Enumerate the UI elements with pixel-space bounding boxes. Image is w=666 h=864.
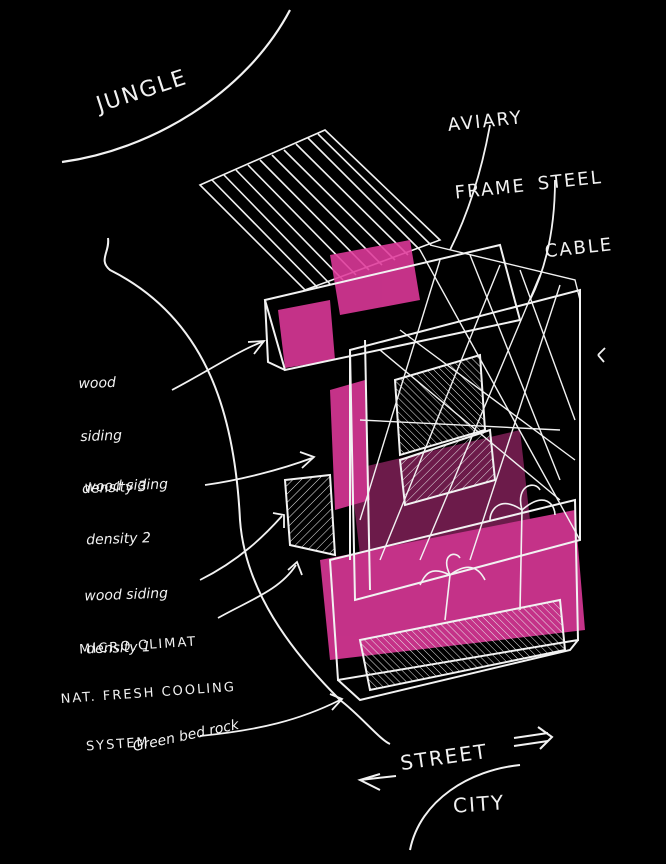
wood-density-2-line2: density 2 — [85, 529, 152, 548]
steel-cable-label-line2: CABLE — [543, 233, 615, 262]
microclimat-line2: NAT. FRESH COOLING — [60, 680, 237, 708]
annotation-arrows — [171, 124, 606, 737]
terrain-line — [103, 237, 391, 745]
jungle-boundary-curve — [61, 9, 291, 164]
house-volumes — [263, 243, 581, 702]
city-label: CITY — [452, 790, 507, 818]
microclimat-line1: MICRO.CLIMAT — [78, 633, 198, 658]
wood-density-2-label: wood siding density 2 — [83, 442, 171, 567]
steel-cable-label-line1: STEEL — [536, 166, 604, 195]
wood-density-2-line1: wood siding — [84, 476, 169, 496]
city-boundary-curve — [409, 764, 521, 851]
roof-slats — [198, 129, 442, 291]
wood-density-3-line1: wood — [78, 374, 117, 393]
wood-density-1-line1: wood siding — [84, 585, 169, 605]
aviary-frame — [359, 244, 581, 561]
aviary-frame-label-line2: FRAME — [453, 174, 527, 204]
palm-trees — [419, 484, 556, 621]
aviary-frame-label-line1: AVIARY — [446, 107, 524, 137]
street-arrows — [357, 726, 554, 791]
